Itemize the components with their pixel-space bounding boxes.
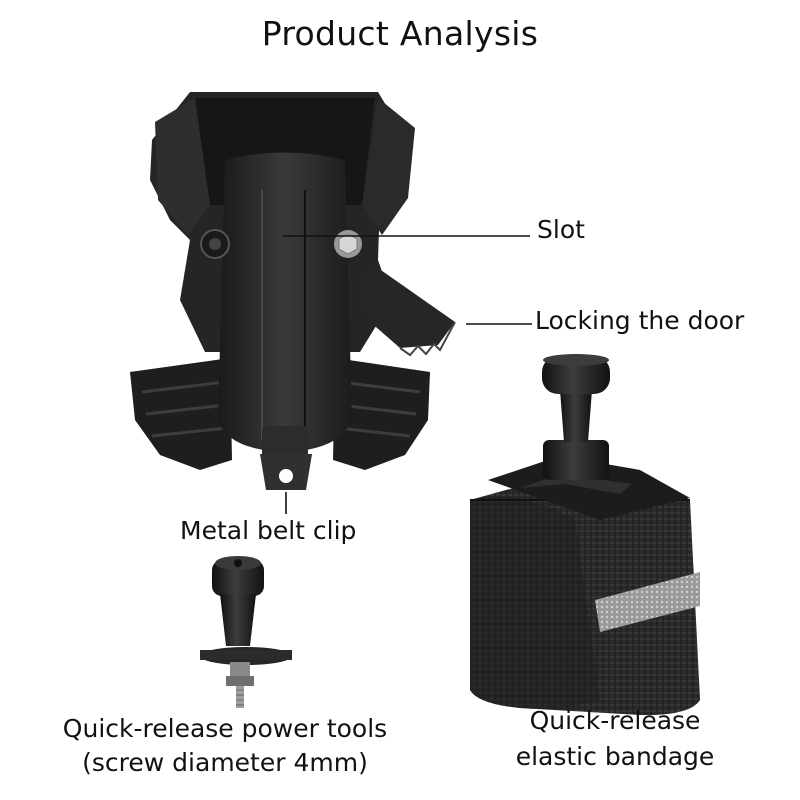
metal-belt-clip-label: Metal belt clip [180,516,357,545]
band-label-line2: elastic bandage [515,742,715,771]
page-title: Product Analysis [261,14,539,53]
elastic-bandage-label: Quick-release elastic bandage [470,703,760,775]
quick-release-tool [200,556,292,708]
callout-lines [283,235,532,514]
locking-label: Locking the door [535,306,745,335]
tool-label-line1: Quick-release power tools [62,714,388,743]
band-label-line1: Quick-release [529,706,701,735]
quick-release-tool-label: Quick-release power tools (screw diamete… [20,712,430,780]
slot-label: Slot [537,215,585,244]
tool-label-line2: (screw diameter 4mm) [82,748,368,777]
locking-lever [360,268,456,357]
elastic-bandage [470,354,700,716]
phone-holder-body [130,92,430,490]
